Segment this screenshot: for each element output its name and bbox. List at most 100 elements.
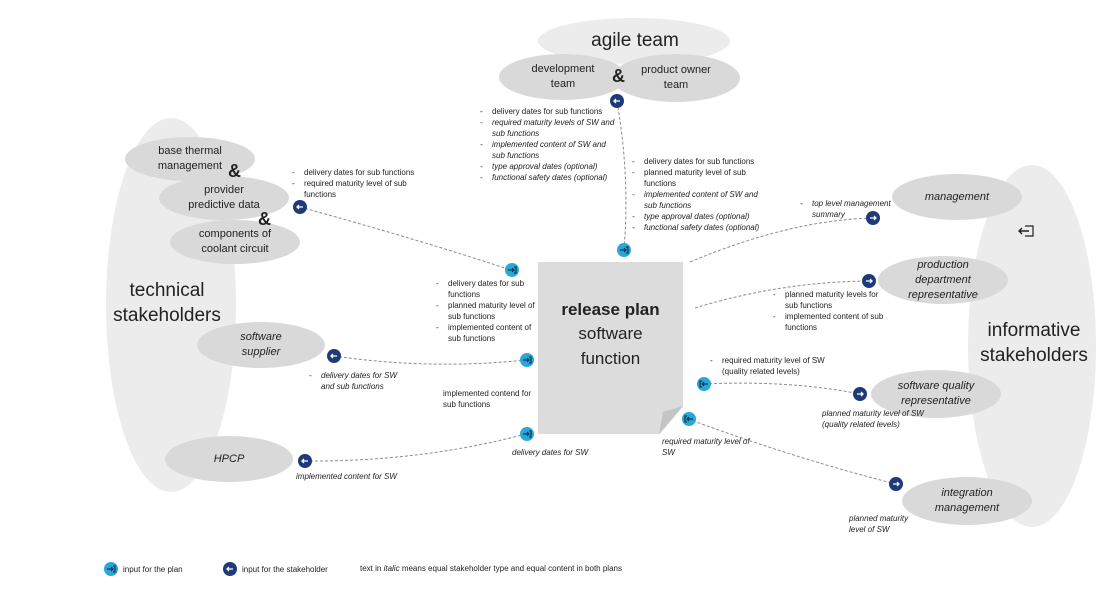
arrow-back-icon	[857, 391, 864, 397]
input-stakeholder-icon[interactable]	[327, 349, 341, 363]
provider-predictive-label: provider predictive data	[188, 184, 260, 211]
input-plan-icon[interactable]	[505, 263, 519, 277]
input-stakeholder-icon[interactable]	[293, 200, 307, 214]
notes-plan-to-agile: delivery dates for sub functions planned…	[632, 156, 762, 233]
arrow-into-box-icon	[699, 380, 708, 388]
note-item: type approval dates (optional)	[632, 211, 762, 222]
arrow-into-box-icon	[620, 246, 629, 254]
legend-stakeholder-icon	[223, 562, 237, 576]
sw-quality-rep-label: software quality representative	[897, 380, 975, 407]
management-label: management	[924, 190, 990, 203]
note-item: implemented content of sub functions	[773, 311, 887, 333]
software-supplier-label: software supplier	[240, 331, 282, 358]
note-item: type approval dates (optional)	[480, 161, 620, 172]
arrow-back-icon	[613, 98, 620, 104]
arrow-back-icon	[893, 481, 900, 487]
line-management	[689, 217, 874, 263]
note-item: delivery dates for sub functions	[480, 106, 620, 117]
arrow-into-box-icon	[684, 415, 693, 423]
hpcp-node[interactable]: HPCP	[165, 436, 293, 482]
legend-stakeholder-label: input for the stakeholder	[242, 565, 328, 574]
line-production	[694, 280, 869, 309]
exit-door-icon[interactable]	[1017, 224, 1035, 238]
caption-hpcp-impl: implemented content for SW	[296, 472, 397, 481]
software-supplier-node[interactable]: software supplier	[197, 322, 325, 368]
technical-stakeholders-label: technical stakeholders	[113, 280, 221, 326]
legend-plan-label: input for the plan	[123, 565, 183, 574]
input-stakeholder-icon[interactable]	[889, 477, 903, 491]
release-plan-note[interactable]	[538, 262, 683, 434]
notes-production: planned maturity levels for sub function…	[773, 289, 887, 333]
legend-plan-icon	[104, 562, 118, 576]
ampersand-agile: &	[612, 66, 625, 86]
input-stakeholder-icon[interactable]	[853, 387, 867, 401]
notes-management: top level management summary	[800, 198, 900, 220]
note-item: required maturity levels of SW and sub f…	[480, 117, 620, 139]
arrow-into-box-icon	[523, 430, 532, 438]
coolant-components-label: components of coolant circuit	[198, 228, 272, 255]
release-plan-function: function	[580, 349, 641, 368]
input-plan-icon[interactable]	[520, 427, 534, 441]
release-plan-software: software	[578, 324, 643, 343]
note-item: delivery dates for SW and sub functions	[309, 370, 404, 392]
caption-integration-out: planned maturity level of SW	[849, 514, 909, 534]
development-team-node[interactable]: development team	[499, 54, 627, 100]
note-item: planned maturity level of sub functions	[632, 167, 762, 189]
note-fold	[659, 406, 683, 434]
notes-plan-to-thermal: delivery dates for sub functions planned…	[436, 278, 540, 344]
base-thermal-node[interactable]: base thermal management	[125, 137, 255, 181]
hpcp-label: HPCP	[213, 452, 245, 465]
product-owner-team-node[interactable]: product owner team	[612, 54, 740, 102]
production-rep-label: production department representative	[908, 258, 978, 301]
informative-stakeholders-label: informative stakeholders	[980, 320, 1088, 366]
arrow-back-icon	[330, 353, 337, 359]
arrow-back-icon	[226, 566, 233, 572]
input-plan-icon[interactable]	[617, 243, 631, 257]
arrow-into-box-icon	[508, 266, 517, 274]
note-item: top level management summary	[800, 198, 900, 220]
note-item: implemented content of sub functions	[436, 322, 540, 344]
input-stakeholder-icon[interactable]	[866, 211, 880, 225]
note-item: planned maturity levels for sub function…	[773, 289, 887, 311]
line-hpcp	[304, 433, 527, 462]
sw-quality-rep-node[interactable]: software quality representative	[871, 370, 1001, 418]
ampersand-thermal-2: &	[258, 209, 271, 229]
note-item: delivery dates for sub functions	[292, 167, 422, 178]
input-stakeholder-icon[interactable]	[862, 274, 876, 288]
integration-mgmt-node[interactable]: integration management	[902, 477, 1032, 525]
notes-supplier: delivery dates for SW and sub functions	[309, 370, 404, 392]
input-plan-icon[interactable]	[520, 353, 534, 367]
note-item: functional safety dates (optional)	[480, 172, 620, 183]
agile-team-label: agile team	[591, 30, 679, 51]
arrow-back-icon	[296, 204, 303, 210]
input-stakeholder-icon[interactable]	[298, 454, 312, 468]
line-quality	[703, 382, 861, 395]
provider-predictive-node[interactable]: provider predictive data	[159, 176, 289, 220]
note-item: delivery dates for sub functions	[436, 278, 540, 300]
line-thermal	[299, 206, 512, 271]
base-thermal-label: base thermal management	[157, 145, 223, 172]
arrow-back-icon	[301, 458, 308, 464]
caption-supplier-impl: implemented contend for sub functions	[443, 389, 532, 409]
line-supplier	[333, 355, 527, 365]
production-rep-node[interactable]: production department representative	[878, 256, 1008, 304]
caption-integration-in: required maturity level of SW	[662, 437, 750, 457]
management-node[interactable]: management	[892, 174, 1022, 220]
ampersand-thermal-1: &	[228, 161, 241, 181]
notes-agile-to-plan: delivery dates for sub functions require…	[480, 106, 620, 183]
product-owner-team-label: product owner team	[641, 64, 711, 91]
note-item: implemented content of SW and sub functi…	[480, 139, 620, 161]
input-plan-icon[interactable]	[682, 412, 696, 426]
note-item: delivery dates for sub functions	[632, 156, 762, 167]
note-item: functional safety dates (optional)	[632, 222, 762, 233]
caption-hpcp-delivery: delivery dates for SW	[512, 448, 589, 457]
input-stakeholder-icon[interactable]	[610, 94, 624, 108]
arrow-into-box-icon	[107, 565, 116, 573]
notes-thermal-to-plan: delivery dates for sub functions require…	[292, 167, 422, 200]
development-team-label: development team	[531, 63, 595, 90]
legend-italic-note: text in italic means equal stakeholder t…	[360, 564, 622, 573]
coolant-components-node[interactable]: components of coolant circuit	[170, 220, 300, 264]
input-plan-icon[interactable]	[697, 377, 711, 391]
note-item: required maturity level of SW (quality r…	[710, 355, 834, 377]
